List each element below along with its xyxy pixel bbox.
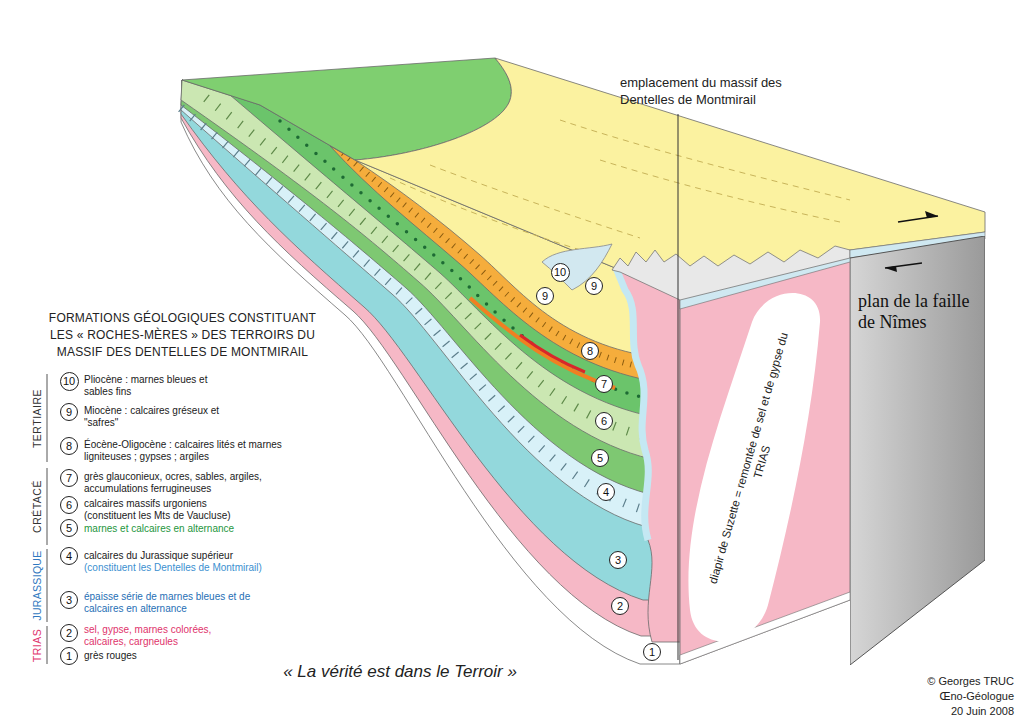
era-label: JURASSIQUE <box>31 547 44 623</box>
legend-note: (constituent les Dentelles de Montmirail… <box>84 562 314 574</box>
era-label: TRIAS <box>31 625 44 665</box>
legend-text: Miocène : calcaires gréseux et "safres" <box>84 405 230 428</box>
fault-plane-surface <box>850 236 985 665</box>
legend-text: épaisse série de marnes bleues et de cal… <box>84 591 279 614</box>
callout-circle: 8 <box>581 342 599 360</box>
legend-text: marnes et calcaires en alternance <box>84 523 304 535</box>
fault-label: plan de la faille de Nîmes <box>858 291 981 333</box>
bedding-line <box>430 165 640 238</box>
callout-circle: 1 <box>60 647 78 665</box>
era-separator <box>47 374 48 462</box>
dentelles-ridge <box>612 246 850 300</box>
callout-circle: 3 <box>609 551 627 569</box>
callout-number: 1 <box>649 646 655 658</box>
callout-circle: 3 <box>60 591 78 609</box>
callout-circle: 2 <box>60 624 78 642</box>
callout-number: 9 <box>542 290 548 302</box>
era-label: TERTIAIRE <box>31 373 44 463</box>
copyright: © Georges TRUC <box>824 674 1014 688</box>
diapir <box>616 268 680 642</box>
legend-text: sel, gypse, marnes colorées, calcaires, … <box>84 624 234 647</box>
callout-number: 10 <box>554 266 566 278</box>
callout-number: 5 <box>66 522 72 534</box>
ochre-streak <box>520 335 585 372</box>
bedding-line <box>600 160 840 222</box>
callout-number: 3 <box>615 554 621 566</box>
era-separator <box>47 549 48 622</box>
legend-text: calcaires du Jurassique supérieur <box>84 550 304 562</box>
author-title: Œno-Géologue <box>824 689 1014 703</box>
callout-circle: 8 <box>60 437 78 455</box>
callout-number: 9 <box>66 406 72 418</box>
callout-number: 8 <box>587 345 593 357</box>
callout-circle: 7 <box>60 469 78 487</box>
callout-circle: 4 <box>60 547 78 565</box>
callout-circle: 10 <box>60 372 79 391</box>
legend-text: grès glauconieux, ocres, sables, argiles… <box>84 471 279 494</box>
fault-motion-arrowhead <box>885 266 897 272</box>
fault-plane: plan de la faille de Nîmes <box>850 236 985 665</box>
callout-circle: 9 <box>60 403 78 421</box>
fault-motion-arrowhead <box>925 211 938 218</box>
block-side-face <box>680 252 850 664</box>
diapir-rim <box>616 268 648 540</box>
callout-circle: 7 <box>595 375 613 393</box>
era-separator <box>47 468 48 545</box>
callout-number: 7 <box>66 472 72 484</box>
callout-number: 6 <box>601 415 607 427</box>
callout-number: 2 <box>66 627 72 639</box>
location-label: emplacement du massif des Dentelles de M… <box>620 74 820 108</box>
callout-number: 6 <box>66 499 72 511</box>
callout-circle: 6 <box>60 496 78 514</box>
legend-text: grès rouges <box>84 650 234 662</box>
callout-circle: 2 <box>611 597 629 615</box>
callout-circle: 9 <box>536 287 554 305</box>
legend-text: Pliocène : marnes bleues et sables fins <box>84 374 216 397</box>
era-separator <box>47 626 48 664</box>
callout-number: 9 <box>591 280 597 292</box>
callout-number: 1 <box>66 650 72 662</box>
bedding-line <box>560 120 850 200</box>
callout-number: 2 <box>617 600 623 612</box>
callout-circle: 4 <box>597 483 615 501</box>
callout-circle: 6 <box>595 412 613 430</box>
callout-number: 4 <box>66 550 72 562</box>
callout-number: 10 <box>63 375 75 387</box>
ochre-streak <box>470 298 615 388</box>
callout-number: 3 <box>66 594 72 606</box>
diagram-title: FORMATIONS GÉOLOGIQUES CONSTITUANT LES «… <box>40 310 325 361</box>
leader-line <box>678 114 679 660</box>
legend-text: calcaires massifs urgoniens (constituent… <box>84 498 259 521</box>
date: 20 Juin 2008 <box>824 704 1014 718</box>
callout-circle: 5 <box>591 449 609 467</box>
callout-circle: 5 <box>60 519 78 537</box>
callout-number: 8 <box>66 440 72 452</box>
callout-circle: 10 <box>551 263 570 282</box>
callout-circle: 1 <box>643 643 661 661</box>
caption-text: « La vérité est dans le Terroir » <box>200 662 600 682</box>
callout-number: 4 <box>603 486 609 498</box>
legend-text: Éocène-Oligocène : calcaires lités et ma… <box>84 439 289 462</box>
callout-number: 5 <box>597 452 603 464</box>
era-label: CRÉTACÉ <box>31 467 44 545</box>
diapir-core <box>688 293 820 641</box>
bedding-line <box>390 178 600 256</box>
callout-circle: 9 <box>585 277 603 295</box>
callout-number: 7 <box>601 378 607 390</box>
